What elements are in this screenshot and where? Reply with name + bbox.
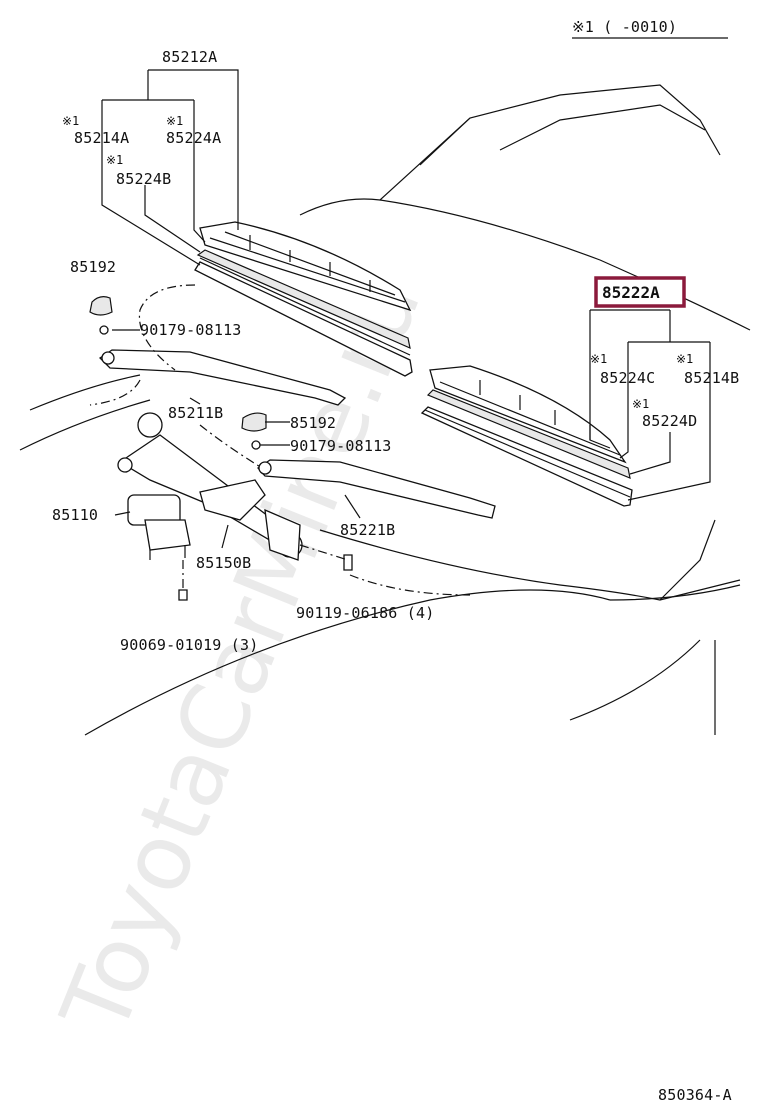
label-85224D[interactable]: 85224D — [642, 412, 697, 430]
label-85224C[interactable]: 85224C — [600, 369, 655, 387]
label-85214B[interactable]: 85214B — [684, 369, 739, 387]
leader-lines-left — [101, 69, 361, 549]
header-note-text: ※1 ( -0010) — [572, 18, 677, 36]
note-mark-4: ※1 — [590, 352, 607, 366]
label-85211B[interactable]: 85211B — [168, 404, 223, 422]
label-90179-right[interactable]: 90179-08113 — [290, 437, 392, 455]
footer-code: 850364-A — [658, 1086, 732, 1104]
left-wiper-arm — [98, 349, 347, 406]
label-90069[interactable]: 90069-01019 (3) — [120, 636, 258, 654]
note-mark-5: ※1 — [676, 352, 693, 366]
bolt-90069 — [178, 589, 188, 601]
label-85192-left[interactable]: 85192 — [70, 258, 116, 276]
right-wiper-arm — [257, 459, 496, 519]
note-mark-2: ※1 — [166, 114, 183, 128]
label-85150B[interactable]: 85150B — [196, 554, 251, 572]
label-90119[interactable]: 90119-06186 (4) — [296, 604, 434, 622]
cap-85192-right — [241, 412, 267, 432]
note-mark-1: ※1 — [62, 114, 79, 128]
label-85224B[interactable]: 85224B — [116, 170, 171, 188]
label-85110[interactable]: 85110 — [52, 506, 98, 524]
label-85222A[interactable]: 85222A — [602, 283, 660, 302]
cap-85192-left — [89, 296, 113, 316]
nut-90179-left — [99, 325, 109, 335]
right-wiper-blade — [420, 365, 633, 507]
nut-90179-right — [251, 440, 261, 450]
leader-lines-right — [589, 309, 711, 501]
note-mark-6: ※1 — [632, 397, 649, 411]
caps-and-nuts — [89, 296, 353, 601]
left-wiper-blade — [194, 221, 413, 377]
car-body-outline — [19, 84, 751, 736]
wiper-motor — [127, 494, 191, 560]
note-mark-3: ※1 — [106, 153, 123, 167]
label-85192-right[interactable]: 85192 — [290, 414, 336, 432]
highlight-box-85222A[interactable] — [594, 276, 686, 308]
part-labels: 85212A ※1 85214A ※1 85224A ※1 85224B 851… — [52, 48, 739, 654]
label-85224A[interactable]: 85224A — [166, 129, 221, 147]
label-85212A[interactable]: 85212A — [162, 48, 217, 66]
label-85221B[interactable]: 85221B — [340, 521, 395, 539]
bolt-90119 — [343, 554, 353, 571]
header-note: ※1 ( -0010) — [572, 18, 728, 39]
dash-lines — [89, 284, 471, 596]
label-85214A[interactable]: 85214A — [74, 129, 129, 147]
label-90179-left[interactable]: 90179-08113 — [140, 321, 242, 339]
